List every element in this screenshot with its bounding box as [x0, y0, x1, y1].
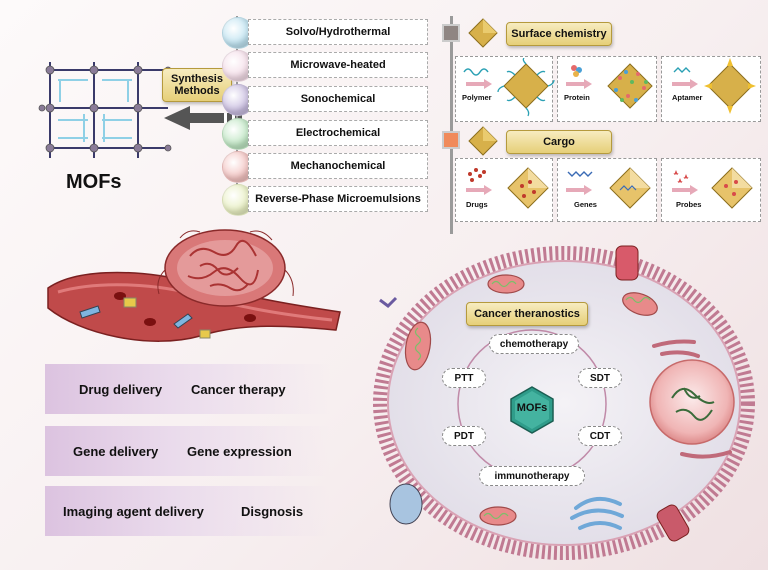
disgnosis-label: Disgnosis: [241, 503, 304, 519]
protein-label: Protein: [564, 93, 590, 102]
synthesis-method-item: Solvo/Hydrothermal: [248, 19, 428, 45]
polymer-label: Polymer: [462, 93, 492, 102]
surface-chemistry-title: Surface chemistry: [506, 22, 612, 46]
mof-crystal-icon: [468, 18, 498, 48]
probes-label: Probes: [676, 200, 702, 209]
band-drug-delivery: Drug delivery Cancer therapy: [45, 364, 330, 414]
sdt-node: SDT: [578, 368, 622, 388]
synthesis-method-item: Reverse-Phase Microemulsions: [248, 186, 428, 212]
band-gene-delivery: Gene delivery Gene expression: [45, 426, 330, 476]
cancer-therapy-label: Cancer therapy: [191, 381, 286, 397]
genes-label: Genes: [574, 200, 597, 209]
synthesis-method-item: Microwave-heated: [248, 52, 428, 78]
tumor-blood-vessel-illustration: [47, 229, 341, 342]
drugs-label: Drugs: [466, 200, 488, 209]
cargo-crystal-icon: [468, 126, 498, 156]
cdt-node: CDT: [578, 426, 622, 446]
synthesis-method-item: Mechanochemical: [248, 153, 428, 179]
gene-delivery-label: Gene delivery: [73, 443, 159, 459]
cargo-title: Cargo: [506, 130, 612, 154]
chemotherapy-node: chemotherapy: [489, 334, 579, 354]
synthesis-methods-label: Synthesis Methods: [162, 68, 232, 102]
cancer-theranostics-title: Cancer theranostics: [466, 302, 588, 326]
surface-marker: [442, 24, 460, 42]
surface-illustrations: [463, 58, 756, 117]
aptamer-label: Aptamer: [672, 93, 703, 102]
immunotherapy-node: immunotherapy: [479, 466, 585, 486]
synthesis-method-item: Electrochemical: [248, 120, 428, 146]
mof-lattice-illustration: [38, 62, 172, 158]
mofs-center-label: MOFs: [516, 402, 548, 414]
ptt-node: PTT: [442, 368, 486, 388]
timeline-bar: [450, 16, 453, 234]
drug-delivery-label: Drug delivery: [79, 381, 163, 397]
cargo-marker: [442, 131, 460, 149]
mofs-hexagon-icon: [510, 386, 554, 434]
mofs-title: MOFs: [66, 171, 122, 193]
cargo-illustrations: [466, 167, 753, 209]
imaging-agent-delivery-label: Imaging agent delivery: [63, 503, 204, 519]
cancer-cell-illustration: [373, 245, 755, 560]
synthesis-method-item: Sonochemical: [248, 86, 428, 112]
pdt-node: PDT: [442, 426, 486, 446]
gene-expression-label: Gene expression: [187, 443, 292, 459]
band-imaging-agent: Imaging agent delivery Disgnosis: [45, 486, 330, 536]
